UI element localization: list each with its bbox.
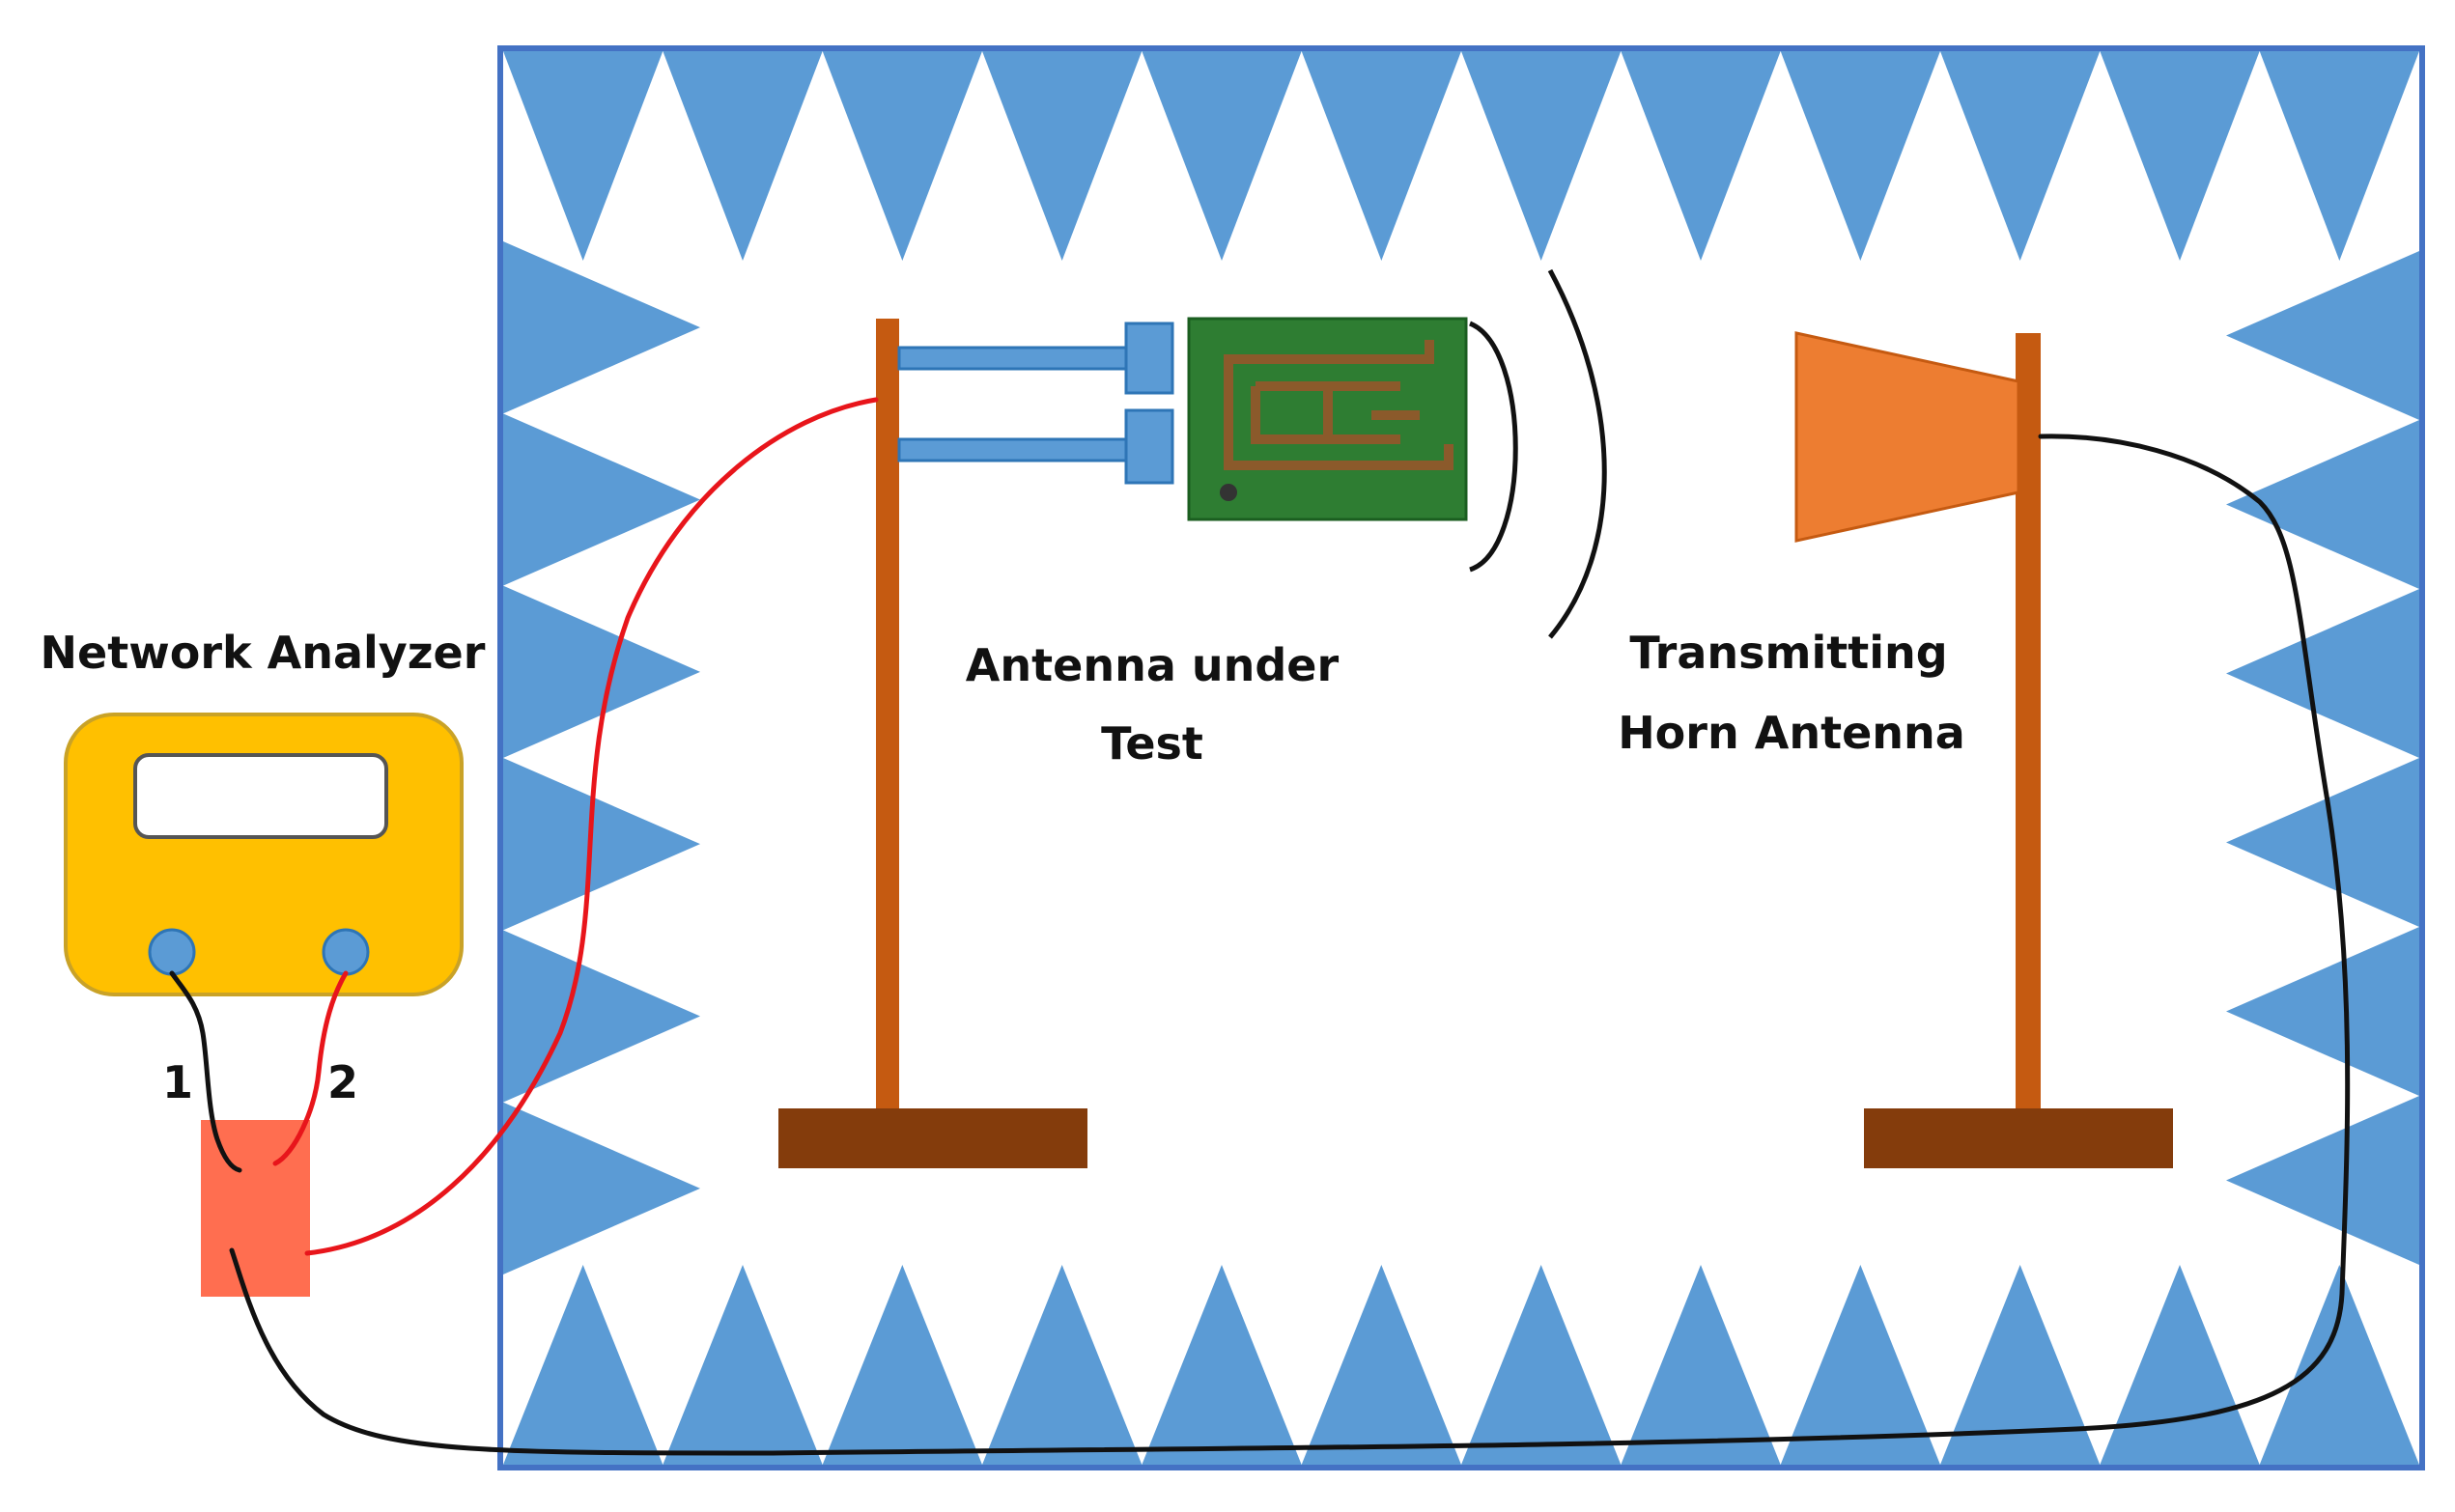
absorber-cone <box>2226 758 2419 927</box>
absorber-cone <box>663 51 823 261</box>
absorber-cone <box>503 241 700 414</box>
cables <box>169 397 2351 1456</box>
absorber-cone <box>982 1265 1143 1465</box>
absorber-cone <box>1780 51 1940 261</box>
radiation-waves <box>1468 268 1607 639</box>
absorber-cone <box>1461 1265 1622 1465</box>
aut-arm-lower <box>897 437 1133 462</box>
absorber-cone <box>503 758 700 931</box>
absorber-cone <box>1142 1265 1302 1465</box>
absorber-cone <box>1780 1265 1940 1465</box>
absorber-cone <box>1621 51 1781 261</box>
label-port-2: 2 <box>327 1056 358 1108</box>
anechoic-chamber <box>497 45 2425 1470</box>
wave-arc-outer <box>1547 268 1607 639</box>
absorber-cone <box>2226 251 2419 420</box>
cable-port1-black <box>169 970 242 1173</box>
cable-port2-red <box>272 970 349 1166</box>
labels: Network Analyzer 1 2 Antenna under Test … <box>41 627 1965 1108</box>
absorber-cone <box>1142 51 1302 261</box>
absorbers-top <box>503 51 2419 261</box>
absorber-cone <box>822 1265 982 1465</box>
absorber-cone <box>982 51 1143 261</box>
absorber-cone <box>2100 1265 2260 1465</box>
horn-stand <box>1794 331 2173 1168</box>
aut-clamp-upper <box>1124 322 1174 395</box>
absorber-cone <box>503 413 700 586</box>
absorber-cone <box>822 51 982 261</box>
horn-antenna-icon <box>1794 331 2020 543</box>
absorber-cone <box>2259 51 2419 261</box>
absorber-cone <box>2259 1265 2419 1465</box>
aut-stand-base <box>778 1108 1087 1168</box>
label-aut-line2: Test <box>1101 717 1203 770</box>
horn-stand-base <box>1864 1108 2173 1168</box>
absorber-cone <box>503 1102 700 1274</box>
pcb-antenna-icon <box>1187 317 1468 521</box>
absorber-cone <box>503 930 700 1103</box>
label-horn-line1: Transmitting <box>1629 627 1947 679</box>
absorber-cone <box>1940 51 2101 261</box>
absorber-cone <box>1940 1265 2101 1465</box>
aut-arm-upper <box>897 346 1133 371</box>
wave-arc-inner <box>1468 321 1518 573</box>
aut-stand <box>778 319 1174 1168</box>
analyzer-port-2 <box>322 928 370 976</box>
absorber-cone <box>503 585 700 758</box>
absorber-cone <box>1301 1265 1461 1465</box>
chamber-wall <box>497 45 2425 1470</box>
absorber-cone <box>2226 420 2419 589</box>
label-aut-line1: Antenna under <box>966 639 1340 691</box>
network-analyzer-icon <box>64 713 464 996</box>
absorbers-right <box>2226 251 2419 1265</box>
absorber-cone <box>503 51 663 261</box>
absorber-cone <box>2226 1096 2419 1265</box>
absorber-cone <box>2100 51 2260 261</box>
absorbers-left <box>503 241 700 1274</box>
absorber-cone <box>663 1265 823 1465</box>
aut-clamp-lower <box>1124 408 1174 485</box>
absorber-cone <box>2226 927 2419 1096</box>
absorber-cone <box>2226 589 2419 758</box>
absorber-cone <box>1301 51 1461 261</box>
absorber-cone <box>503 1265 663 1465</box>
aut-stand-pole <box>876 319 899 1116</box>
absorber-cone <box>1621 1265 1781 1465</box>
absorbers-bottom <box>503 1265 2419 1465</box>
analyzer-port-1 <box>148 928 196 976</box>
cable-splitter-to-aut-red <box>304 397 879 1256</box>
absorber-cone <box>1461 51 1622 261</box>
analyzer-screen <box>133 753 388 839</box>
label-horn-line2: Horn Antenna <box>1618 707 1965 759</box>
label-network-analyzer: Network Analyzer <box>41 627 486 679</box>
cable-splitter-to-horn-black <box>229 434 2351 1456</box>
label-port-1: 1 <box>162 1056 193 1108</box>
